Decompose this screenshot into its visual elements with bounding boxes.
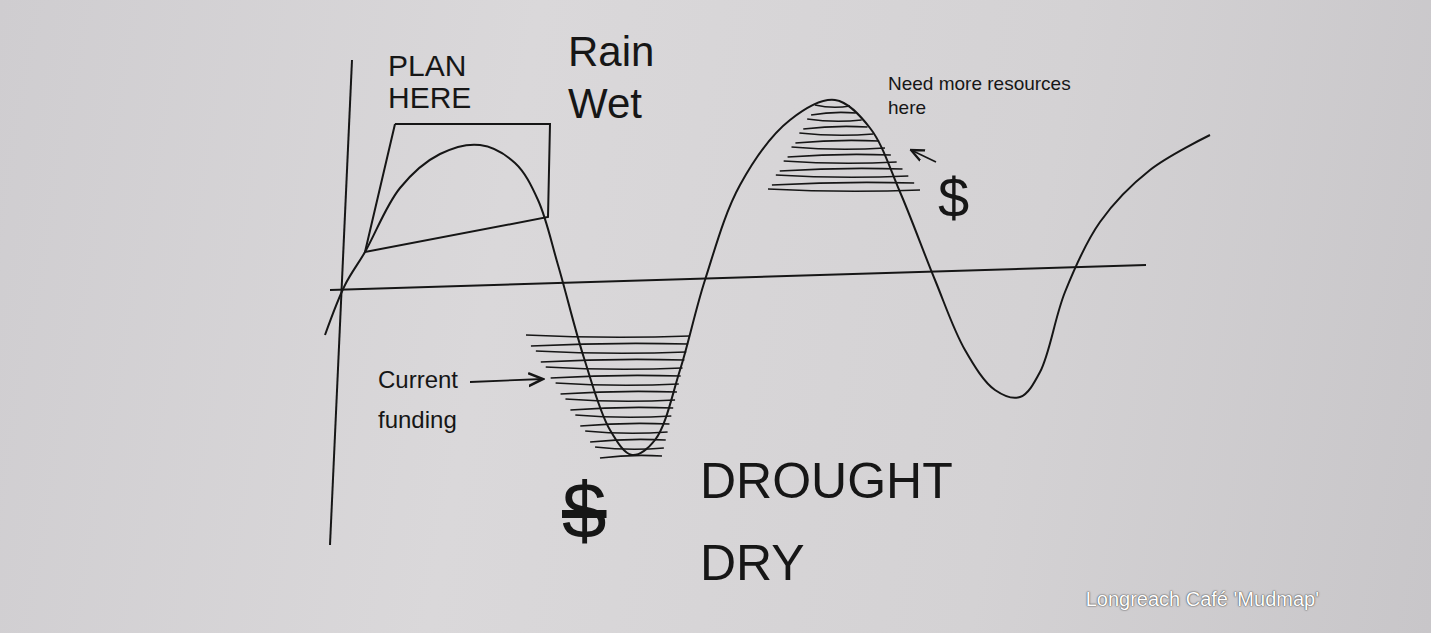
dry-label: DROUGHT DRY (700, 440, 952, 604)
hatch-stroke (595, 447, 664, 449)
y-axis (330, 60, 352, 545)
plan-box-border (365, 124, 550, 252)
funding-note: Current funding (378, 360, 458, 440)
hatch-stroke (575, 415, 671, 417)
hatch-stroke (807, 119, 862, 121)
hatch-stroke (580, 423, 669, 426)
photo-caption: Longreach Café 'Mudmap' (1086, 588, 1319, 611)
hatch-stroke (541, 359, 685, 362)
funding-hatching (526, 335, 690, 458)
hatch-stroke (590, 439, 666, 442)
hatch-stroke (556, 383, 679, 385)
hatch-stroke (795, 140, 879, 143)
hatch-stroke (561, 391, 677, 394)
struck-dollar-sign: $ (562, 466, 607, 556)
hatch-stroke (531, 343, 688, 346)
hatch-stroke (546, 367, 683, 369)
hatch-stroke (803, 126, 867, 129)
hatch-stroke (815, 105, 850, 107)
hatch-stroke (551, 375, 681, 378)
hatch-stroke (811, 112, 856, 115)
hatch-stroke (585, 431, 667, 433)
hatch-stroke (772, 182, 914, 185)
hatch-stroke (536, 351, 686, 353)
hatch-stroke (776, 175, 909, 177)
hatch-stroke (570, 407, 673, 410)
leader-arrow (470, 379, 543, 382)
hatch-stroke (526, 335, 690, 337)
hatch-stroke (788, 154, 891, 157)
hatch-stroke (600, 455, 662, 458)
hatch-stroke (780, 168, 903, 171)
wet-label: Rain Wet (568, 26, 654, 130)
hatch-stroke (768, 189, 920, 191)
hatch-stroke (784, 161, 897, 163)
hatch-stroke (799, 133, 873, 135)
plan-box: PLAN HERE (362, 50, 557, 255)
leader-arrow (911, 150, 936, 162)
resources-note: Need more resources here (888, 72, 1088, 120)
x-axis (330, 265, 1146, 290)
dollar-sign: $ (938, 166, 969, 230)
hatch-stroke (792, 147, 886, 149)
rainfall-curve (325, 100, 1210, 455)
plan-heading: PLAN HERE (388, 50, 471, 114)
hatch-stroke (565, 399, 675, 401)
